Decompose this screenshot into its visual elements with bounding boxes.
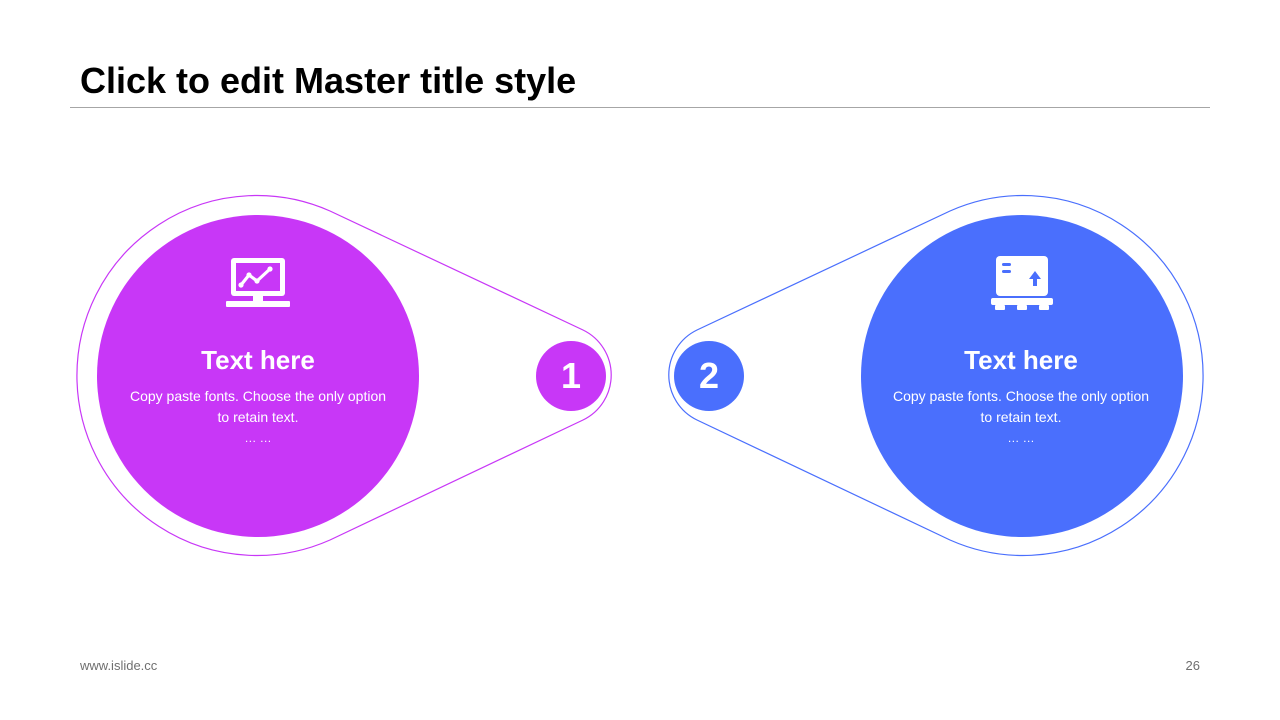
- number-label-1[interactable]: 1: [560, 355, 582, 396]
- item-circle-2: [861, 215, 1183, 537]
- page-number: 26: [1185, 658, 1200, 673]
- item-ellipsis-2: … …: [1007, 431, 1035, 445]
- package-pallet-icon: [991, 256, 1053, 310]
- title-divider: [70, 107, 1210, 108]
- item-text-1: Text here Copy paste fonts. Choose the o…: [128, 345, 388, 444]
- monitor-chart-icon: [226, 258, 290, 307]
- item-body-1[interactable]: Copy paste fonts. Choose the only option…: [129, 388, 387, 425]
- slide-title[interactable]: Click to edit Master title style: [80, 60, 577, 101]
- item-heading-1[interactable]: Text here: [201, 345, 315, 375]
- number-badge-1: [536, 341, 606, 411]
- teardrop-outline-2: [668, 194, 1204, 557]
- item-text-2: Text here Copy paste fonts. Choose the o…: [891, 345, 1151, 444]
- footer-url: www.islide.cc: [80, 658, 158, 673]
- item-heading-2[interactable]: Text here: [964, 345, 1078, 375]
- number-badge-2: [674, 341, 744, 411]
- teardrop-outline-1: [76, 194, 612, 557]
- item-body-2[interactable]: Copy paste fonts. Choose the only option…: [892, 388, 1150, 425]
- number-label-2[interactable]: 2: [698, 355, 720, 396]
- item-ellipsis-1: … …: [244, 431, 272, 445]
- item-circle-1: [97, 215, 419, 537]
